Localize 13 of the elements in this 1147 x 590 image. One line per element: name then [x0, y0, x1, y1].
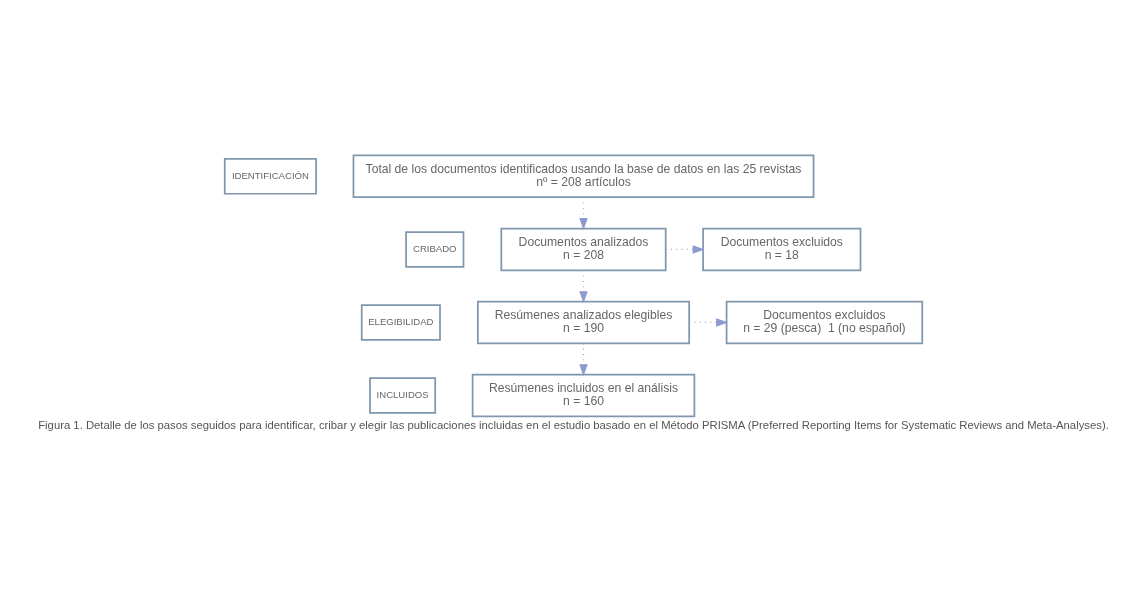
node-box: Documentos analizados n = 208	[500, 227, 667, 271]
node-box: Resúmenes analizados elegibles n = 190	[476, 300, 691, 344]
node-box: CRIBADO	[405, 230, 465, 268]
node-box: IDENTIFICACIÓN	[223, 157, 317, 195]
node-box: Documentos excluidos n = 29 (pesca) 1 (no español)	[725, 300, 924, 344]
caption: Figura 1. Detalle de los pasos seguidos para identificar, cribar y elegir las publicaciones incluidas en el estudio basado en el Método PRISMA (Preferred Reporting Items for Systematic Reviews and Meta-Analyses).	[38, 418, 1109, 431]
node-box: Documentos excluidos n = 18	[702, 227, 862, 271]
node-box: INCLUIDOS	[369, 376, 437, 414]
arrow	[579, 196, 588, 230]
arrow	[665, 244, 705, 254]
node-box: Total de los documentos identificados usando la base de datos en las 25 revistas nº = 208 artículos	[352, 154, 815, 198]
node-box: Resúmenes incluidos en el análisis n = 160	[471, 373, 696, 417]
node-box: ELEGIBILIDAD	[360, 303, 441, 341]
